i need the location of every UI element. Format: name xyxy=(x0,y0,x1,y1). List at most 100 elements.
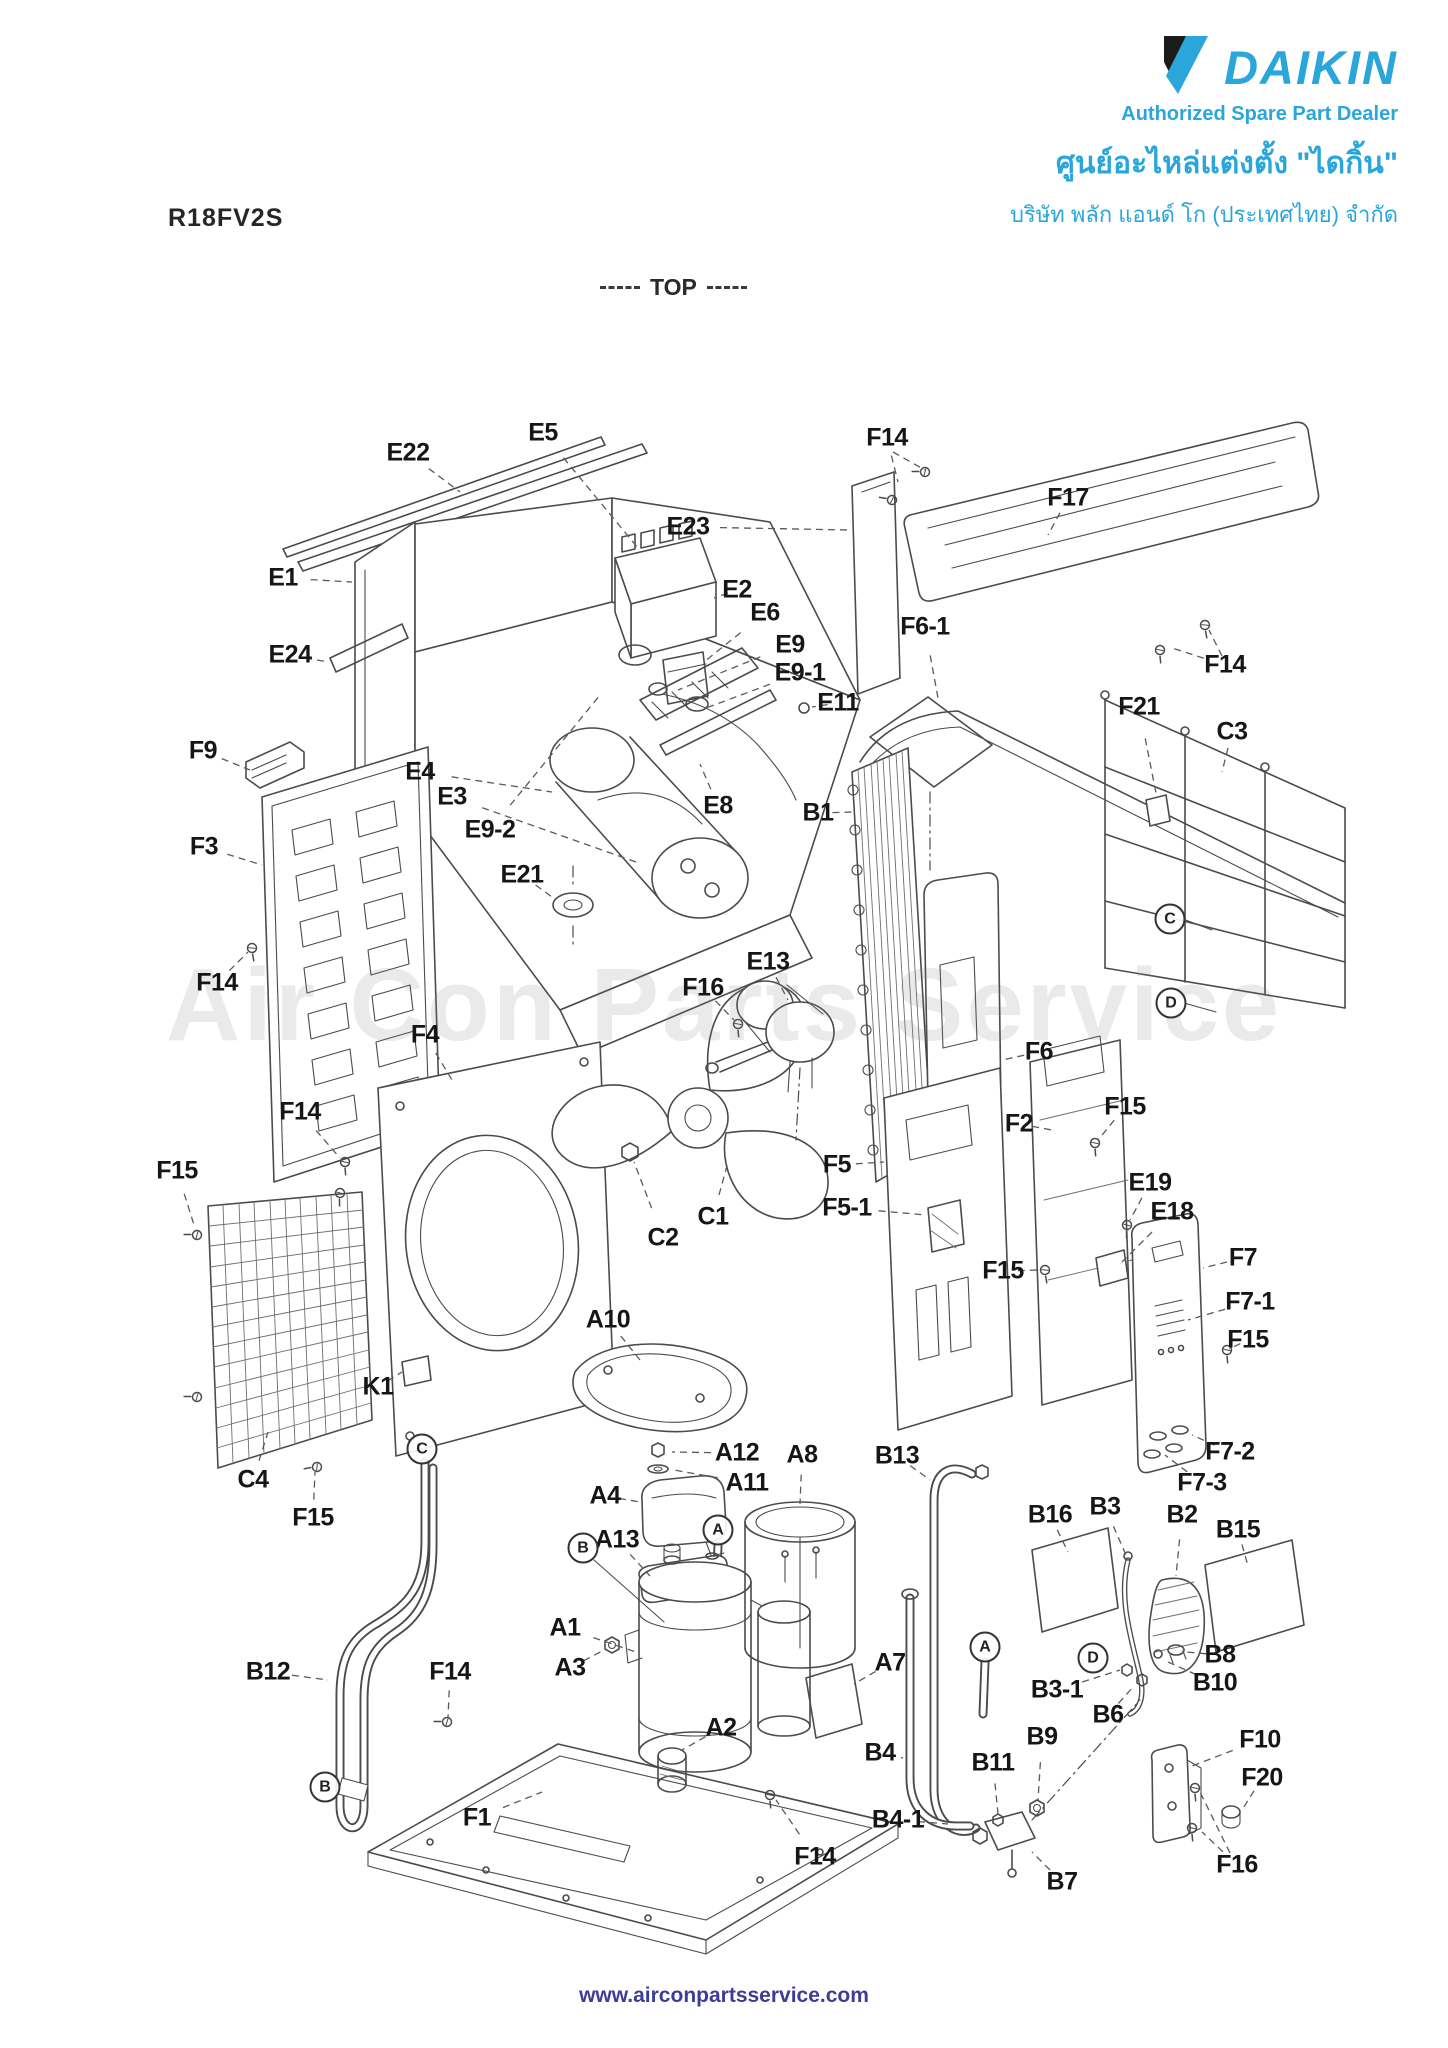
part-label-a11-50: A11 xyxy=(725,1468,769,1497)
view-orientation-label: TOP xyxy=(600,274,747,301)
part-label-b10-72: B10 xyxy=(1192,1668,1238,1697)
leader-line-f10-73 xyxy=(1191,1749,1234,1767)
part-label-f14-78: F14 xyxy=(794,1842,836,1871)
leader-line-e13-15 xyxy=(775,976,789,1001)
leader-line-f7-2-46 xyxy=(1191,1434,1216,1446)
part-label-a3-54: A3 xyxy=(554,1653,586,1682)
leader-line-c3-24 xyxy=(1221,747,1229,773)
part-label-a12-49: A12 xyxy=(714,1438,760,1467)
top-label-text: TOP xyxy=(650,274,697,300)
leader-line-c2-34 xyxy=(633,1161,653,1209)
part-label-b15-62: B15 xyxy=(1215,1515,1261,1544)
part-label-b3-1-68: B3-1 xyxy=(1030,1675,1084,1704)
leader-line-f21-23 xyxy=(1144,738,1158,799)
part-label-b8-71: B8 xyxy=(1204,1640,1236,1669)
leader-line-b11-66 xyxy=(994,1783,999,1815)
footer-url[interactable]: www.airconpartsservice.com xyxy=(579,1984,869,2007)
brand-thai-line2: บริษัท พลัก แอนด์ โก (ประเทศไทย) จำกัด xyxy=(1009,202,1398,227)
part-label-a8-56: A8 xyxy=(786,1440,818,1469)
leader-line-e21-13 xyxy=(535,884,557,901)
leader-line-e5-1 xyxy=(562,457,639,549)
part-label-f6-1-22: F6-1 xyxy=(900,612,950,641)
part-label-e13-15: E13 xyxy=(746,947,790,976)
part-label-b11-66: B11 xyxy=(971,1748,1015,1777)
part-label-b3-60: B3 xyxy=(1089,1492,1121,1521)
part-label-a1-53: A1 xyxy=(549,1613,581,1642)
leader-line-a4-51 xyxy=(618,1497,641,1503)
part-label-e6-6: E6 xyxy=(750,598,780,627)
diagram-line-art xyxy=(182,421,1346,1955)
part-label-f16-75: F16 xyxy=(1216,1850,1258,1879)
leader-line-b2-61 xyxy=(1175,1539,1181,1577)
leader-line-a13-52 xyxy=(629,1553,651,1577)
part-label-f3-26: F3 xyxy=(189,832,219,861)
leader-line-f15-36 xyxy=(313,1471,316,1500)
part-label-f14-19: F14 xyxy=(866,423,908,452)
part-label-f7-2-46: F7-2 xyxy=(1205,1437,1255,1466)
part-label-e21-13: E21 xyxy=(500,860,544,889)
part-label-f9-25: F9 xyxy=(188,736,218,765)
leader-line-f6-29 xyxy=(1001,1054,1025,1061)
leader-line-a7-57 xyxy=(853,1670,876,1685)
part-label-f10-73: F10 xyxy=(1239,1725,1281,1754)
leader-line-a2-55 xyxy=(681,1736,706,1751)
leader-line-f15-40 xyxy=(1017,1269,1041,1272)
top-label-left-dash xyxy=(600,286,640,289)
leader-line-e4-10 xyxy=(451,776,553,793)
part-label-b2-61: B2 xyxy=(1166,1500,1198,1529)
leader-line-f5-1-39 xyxy=(878,1210,927,1216)
part-label-e24-4: E24 xyxy=(268,640,312,669)
part-label-a7-57: A7 xyxy=(874,1648,906,1677)
leader-line-b12-63 xyxy=(291,1674,329,1681)
daikin-logo-icon xyxy=(1156,34,1212,101)
part-label-e22-0: E22 xyxy=(386,438,430,467)
leader-line-b3-1-68 xyxy=(1082,1669,1121,1683)
leader-line-a12-49 xyxy=(671,1451,712,1454)
leader-line-b4-64 xyxy=(889,1754,904,1759)
part-label-f6-29: F6 xyxy=(1024,1037,1054,1066)
part-label-b6-69: B6 xyxy=(1092,1700,1124,1729)
leader-line-e22-0 xyxy=(428,468,461,493)
part-label-a10-48: A10 xyxy=(585,1305,631,1334)
leader-line-b6-69 xyxy=(1117,1685,1135,1704)
leader-line-f5-38 xyxy=(855,1161,885,1165)
leader-line-f16-75 xyxy=(1201,1831,1224,1853)
leader-line-e19-16 xyxy=(1129,1197,1143,1221)
leader-line-f7-1-44 xyxy=(1187,1308,1226,1321)
part-label-f20-74: F20 xyxy=(1241,1763,1283,1792)
part-label-e5-1: E5 xyxy=(528,418,558,447)
leader-line-e3-11 xyxy=(481,807,637,863)
leader-line-b16-59 xyxy=(1056,1529,1069,1553)
connection-marker-c-6: C xyxy=(1154,903,1186,935)
leader-line-f14-31 xyxy=(315,1129,341,1159)
leader-line-c4-35 xyxy=(258,1431,269,1461)
leader-line-k1-37 xyxy=(387,1371,403,1382)
leader-line-e11-9 xyxy=(811,703,828,708)
part-label-f16-28: F16 xyxy=(682,973,724,1002)
connection-marker-c-0: C xyxy=(406,1433,438,1465)
leader-line-f14-78 xyxy=(775,1799,800,1835)
connection-marker-b-1: B xyxy=(309,1771,341,1803)
part-label-c2-34: C2 xyxy=(647,1223,679,1252)
leader-line-f15-42 xyxy=(1097,1119,1115,1141)
part-label-a2-55: A2 xyxy=(705,1713,737,1742)
part-label-f1-77: F1 xyxy=(462,1803,492,1832)
part-label-b1-18: B1 xyxy=(802,798,834,827)
part-label-b4-1-65: B4-1 xyxy=(871,1805,925,1834)
part-label-e1-3: E1 xyxy=(268,563,298,592)
part-label-e9-7: E9 xyxy=(775,630,805,659)
leader-line-f7-43 xyxy=(1202,1261,1228,1269)
leader-line-e8-14 xyxy=(699,763,712,790)
part-label-e18-17: E18 xyxy=(1150,1197,1194,1226)
leader-line-f2-41 xyxy=(1032,1125,1053,1131)
part-label-b16-59: B16 xyxy=(1027,1500,1073,1529)
leader-line-f15-32 xyxy=(183,1193,196,1229)
part-label-f2-41: F2 xyxy=(1004,1109,1034,1138)
part-label-f14-21: F14 xyxy=(1204,650,1246,679)
part-label-a4-51: A4 xyxy=(589,1481,621,1510)
part-label-f21-23: F21 xyxy=(1118,692,1160,721)
part-label-b13-58: B13 xyxy=(874,1441,920,1470)
part-label-f7-3-47: F7-3 xyxy=(1177,1468,1227,1497)
